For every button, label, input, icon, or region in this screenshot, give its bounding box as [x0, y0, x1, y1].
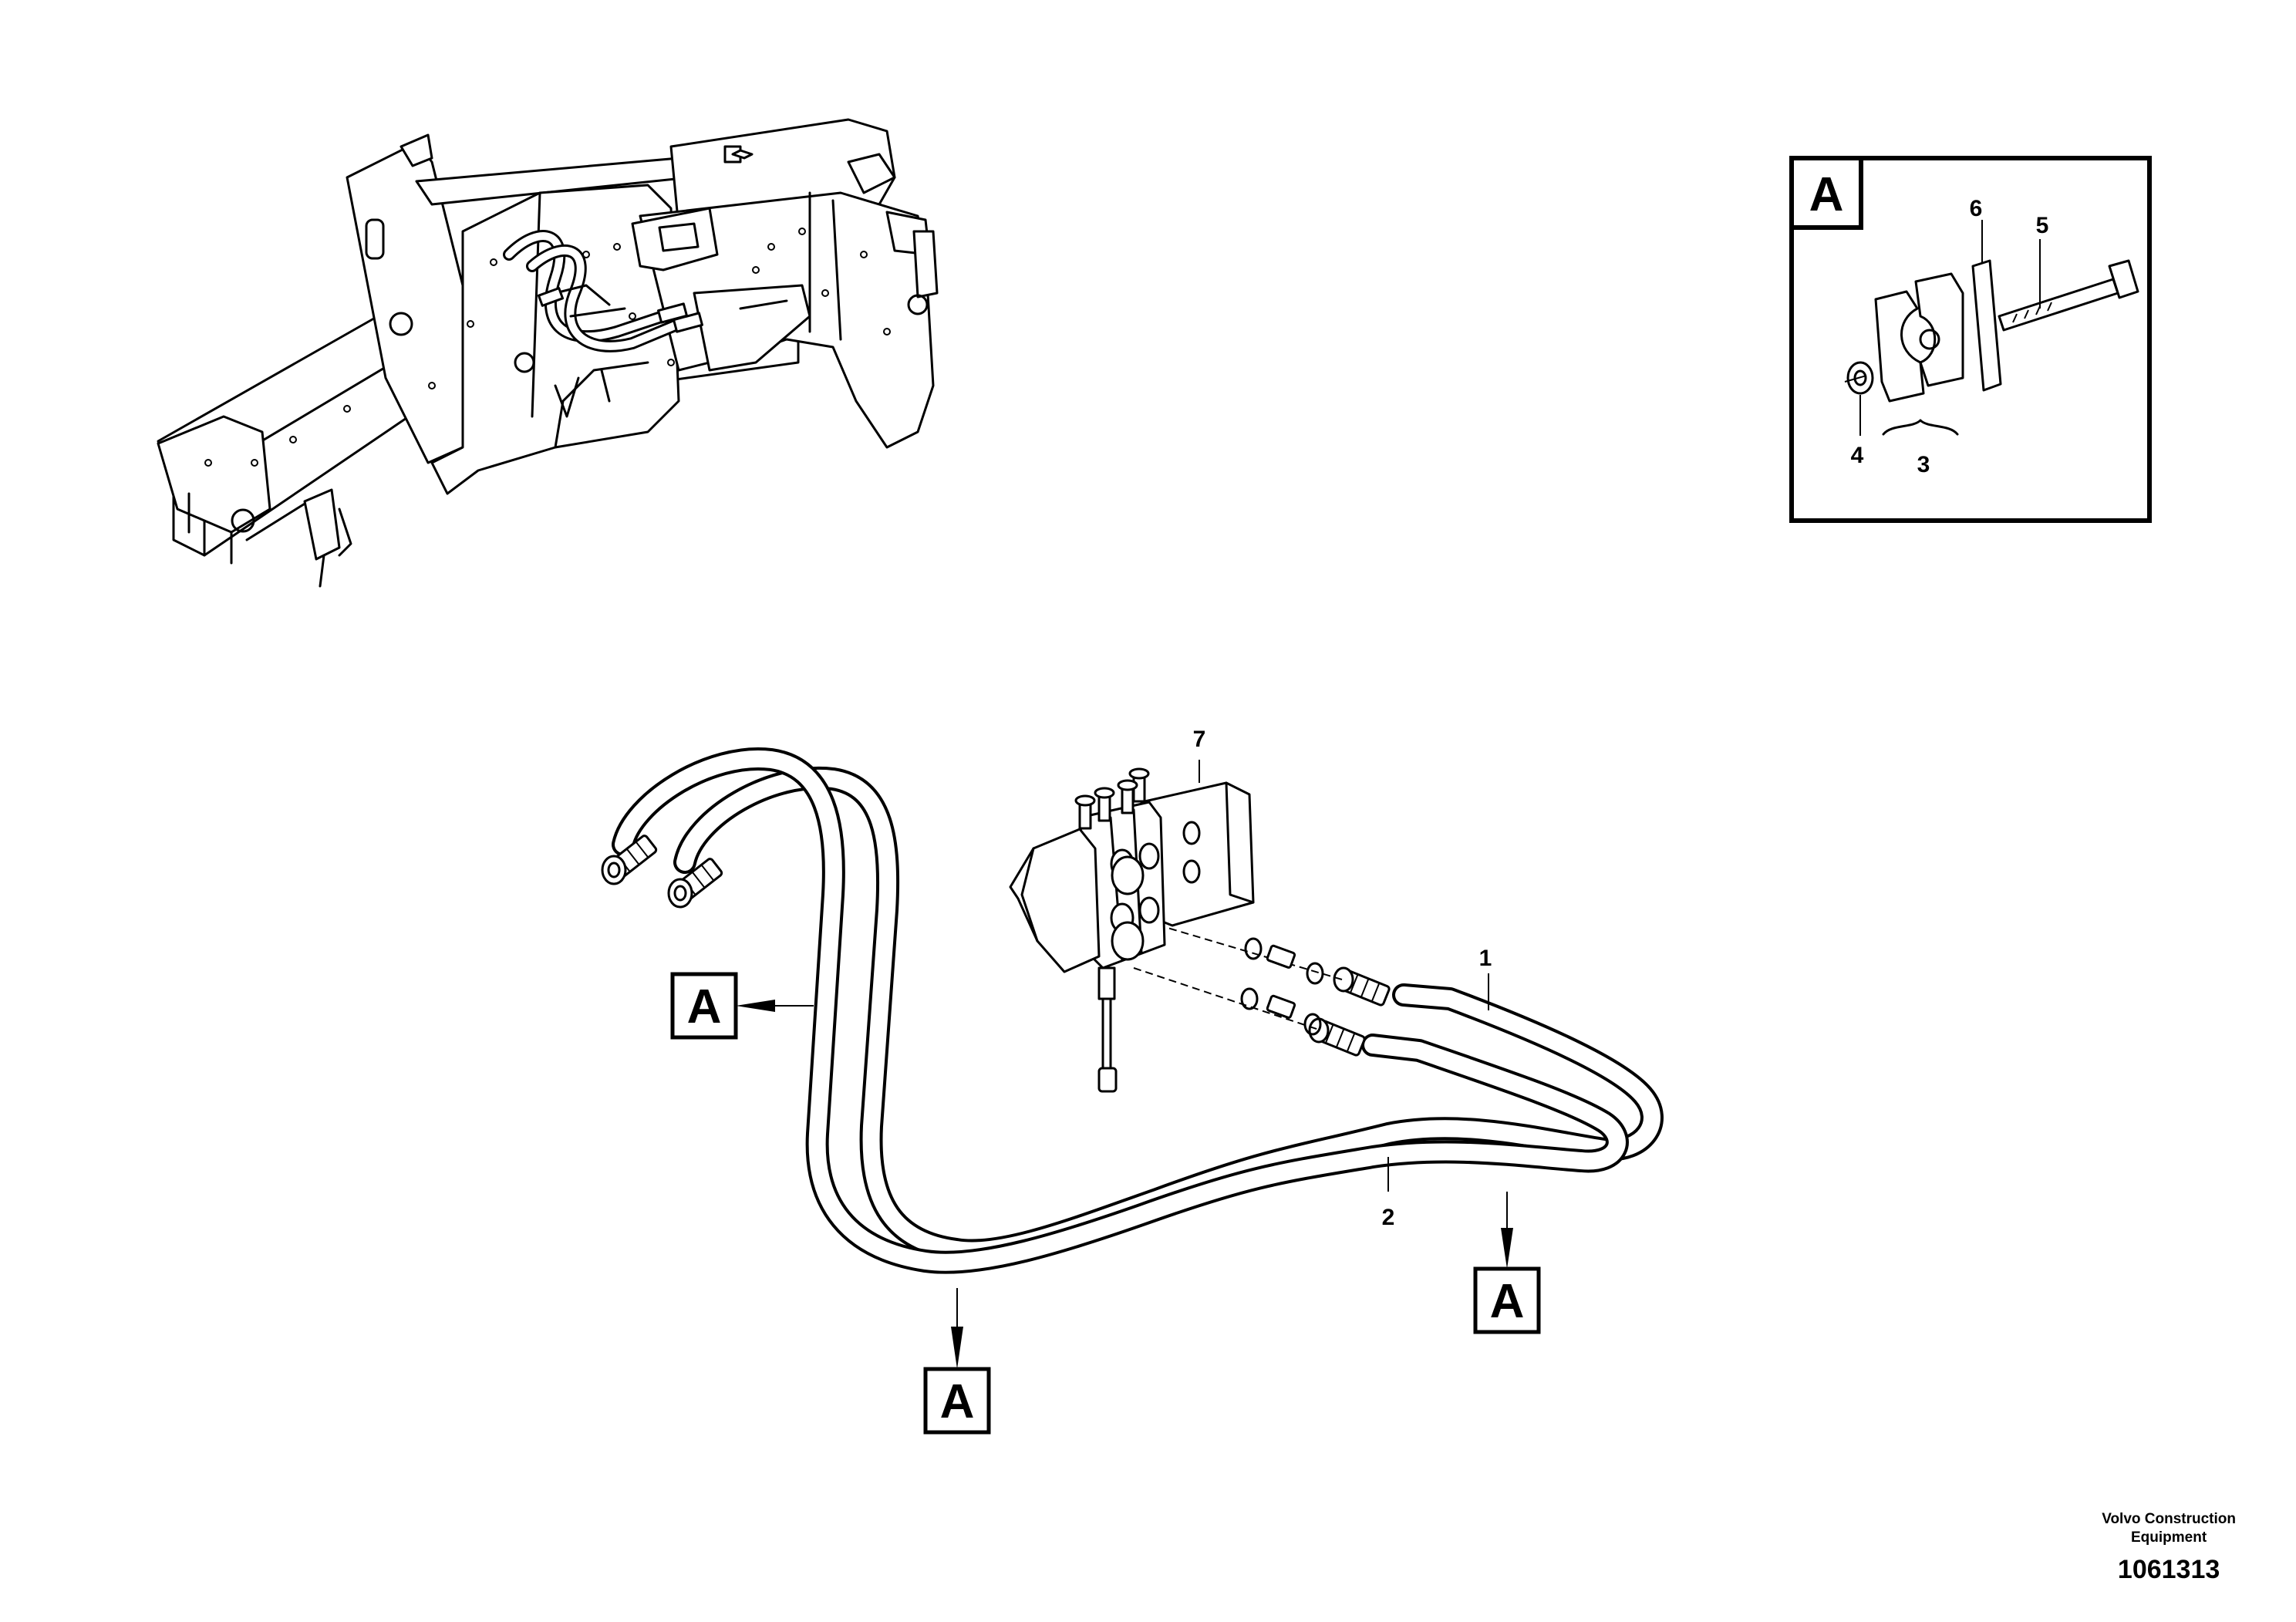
loader-frame-illustration	[157, 118, 939, 588]
callout-6: 6	[1970, 196, 1983, 221]
callout-5: 5	[2036, 213, 2049, 238]
brand-line-1: Volvo Construction	[2102, 1511, 2236, 1527]
callout-4: 4	[1851, 443, 1864, 468]
callout-7: 7	[1193, 727, 1206, 752]
section-marker-a-right	[1473, 1192, 1541, 1334]
hose-clamp-assembly-icon	[1844, 220, 2139, 436]
hydraulic-hose-icon	[601, 747, 1664, 1274]
detail-a-title: A	[1809, 168, 1844, 221]
drawing-footer: Volvo Construction Equipment 1061313	[2102, 1510, 2236, 1585]
detail-a-panel: A 6 5 4 3	[1789, 156, 2152, 523]
control-valve-icon	[1009, 767, 1343, 1093]
callout-1: 1	[1479, 946, 1492, 971]
marker-a-left-label: A	[687, 980, 722, 1034]
section-marker-a-bottom-left	[923, 1288, 991, 1435]
drawing-number: 1061313	[2117, 1555, 2220, 1584]
section-marker-a-left	[670, 972, 814, 1040]
callout-leaders	[1199, 760, 1489, 1192]
marker-a-bottom-label: A	[940, 1375, 975, 1428]
callout-2: 2	[1382, 1205, 1395, 1230]
marker-a-right-label: A	[1490, 1275, 1525, 1328]
callout-3: 3	[1917, 452, 1930, 477]
brand-line-2: Equipment	[2131, 1529, 2207, 1546]
